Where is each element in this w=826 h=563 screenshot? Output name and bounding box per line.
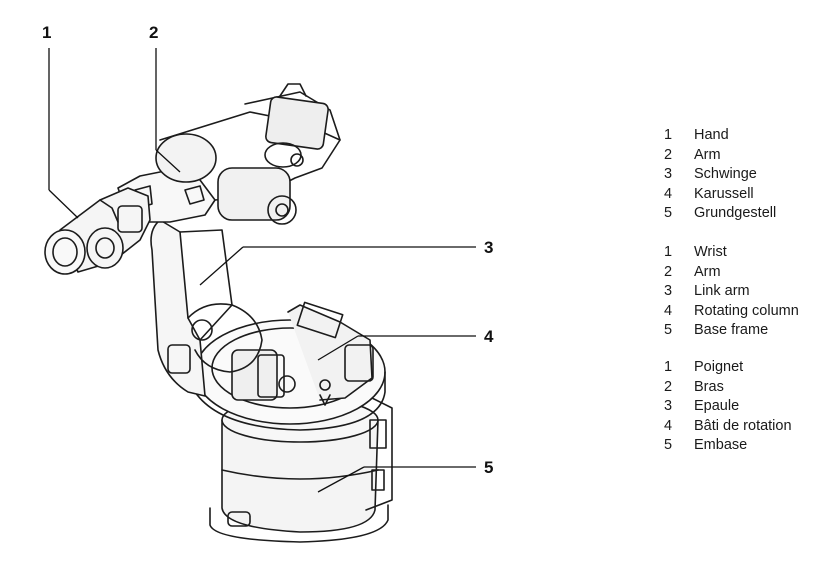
legend-label: Bras bbox=[694, 378, 724, 395]
legend-number: 2 bbox=[664, 378, 673, 395]
legend-number: 4 bbox=[664, 302, 673, 319]
legend-number: 3 bbox=[664, 166, 673, 182]
legend-number: 3 bbox=[664, 283, 673, 299]
legend-number: 2 bbox=[664, 263, 673, 280]
legend-row: 5 Base frame bbox=[664, 321, 799, 341]
legend-label: Epaule bbox=[694, 398, 740, 414]
legend-number: 2 bbox=[664, 146, 673, 163]
legend-number: 3 bbox=[664, 398, 673, 414]
legend-label: Bâti de rotation bbox=[694, 417, 792, 434]
legend-number: 1 bbox=[664, 359, 673, 375]
leader-line-5b bbox=[317, 466, 365, 493]
legend-label: Base frame bbox=[694, 322, 769, 338]
legend-row: 1 Poignet bbox=[664, 358, 792, 378]
legend-label: Arm bbox=[694, 146, 721, 163]
callout-4: 4 bbox=[484, 327, 494, 346]
leader-line-1b bbox=[48, 189, 79, 219]
legend-row: 2 Arm bbox=[664, 263, 799, 283]
legend-number: 1 bbox=[664, 244, 673, 260]
legend-number: 4 bbox=[664, 185, 673, 202]
legend-row: 1 Wrist bbox=[664, 243, 799, 263]
leader-line-3b bbox=[199, 246, 244, 286]
legend-row: 3 Epaule bbox=[664, 397, 792, 417]
legend-row: 3 Schwinge bbox=[664, 165, 776, 185]
legend-label: Embase bbox=[694, 437, 748, 453]
legend-row: 3 Link arm bbox=[664, 282, 799, 302]
leader-lines bbox=[48, 48, 476, 493]
legend-row: 4 Rotating column bbox=[664, 302, 799, 322]
legend-number: 1 bbox=[664, 127, 673, 143]
arm-shape bbox=[117, 83, 341, 225]
legend-german: 1 Hand 2 Arm 3 Schwinge 4 Karussell 5 Grundge… bbox=[664, 126, 776, 224]
callout-1: 1 bbox=[42, 23, 52, 42]
legend-row: 5 Grundgestell bbox=[664, 204, 776, 224]
legend-row: 5 Embase bbox=[664, 436, 792, 456]
legend-label: Hand bbox=[694, 127, 729, 143]
legend-number: 5 bbox=[664, 322, 673, 338]
legend-label: Link arm bbox=[694, 283, 750, 299]
legend-label: Grundgestell bbox=[694, 205, 777, 221]
legend-english: 1 Wrist 2 Arm 3 Link arm 4 Rotating column 5… bbox=[664, 243, 799, 341]
legend-row: 1 Hand bbox=[664, 126, 776, 146]
legend-row: 4 Bâti de rotation bbox=[664, 417, 792, 437]
callout-2: 2 bbox=[149, 23, 159, 42]
legend-number: 5 bbox=[664, 437, 673, 453]
legend-label: Karussell bbox=[694, 185, 754, 202]
legend-label: Schwinge bbox=[694, 166, 757, 182]
legend-french: 1 Poignet 2 Bras 3 Epaule 4 Bâti de rotation… bbox=[664, 358, 792, 456]
legend-row: 2 Bras bbox=[664, 378, 792, 398]
callout-5: 5 bbox=[484, 458, 494, 477]
callout-3: 3 bbox=[484, 238, 494, 257]
legend-number: 4 bbox=[664, 417, 673, 434]
legend-label: Wrist bbox=[694, 244, 727, 260]
legend-number: 5 bbox=[664, 205, 673, 221]
leader-line-2b bbox=[155, 149, 181, 173]
legend-row: 4 Karussell bbox=[664, 185, 776, 205]
link-arm-shape bbox=[150, 219, 263, 397]
legend-label: Rotating column bbox=[694, 302, 799, 319]
legend-label: Poignet bbox=[694, 359, 744, 375]
wrist-shape bbox=[44, 187, 151, 275]
legend-label: Arm bbox=[694, 263, 721, 280]
leader-line-4b bbox=[317, 335, 359, 361]
legend-row: 2 Arm bbox=[664, 146, 776, 166]
